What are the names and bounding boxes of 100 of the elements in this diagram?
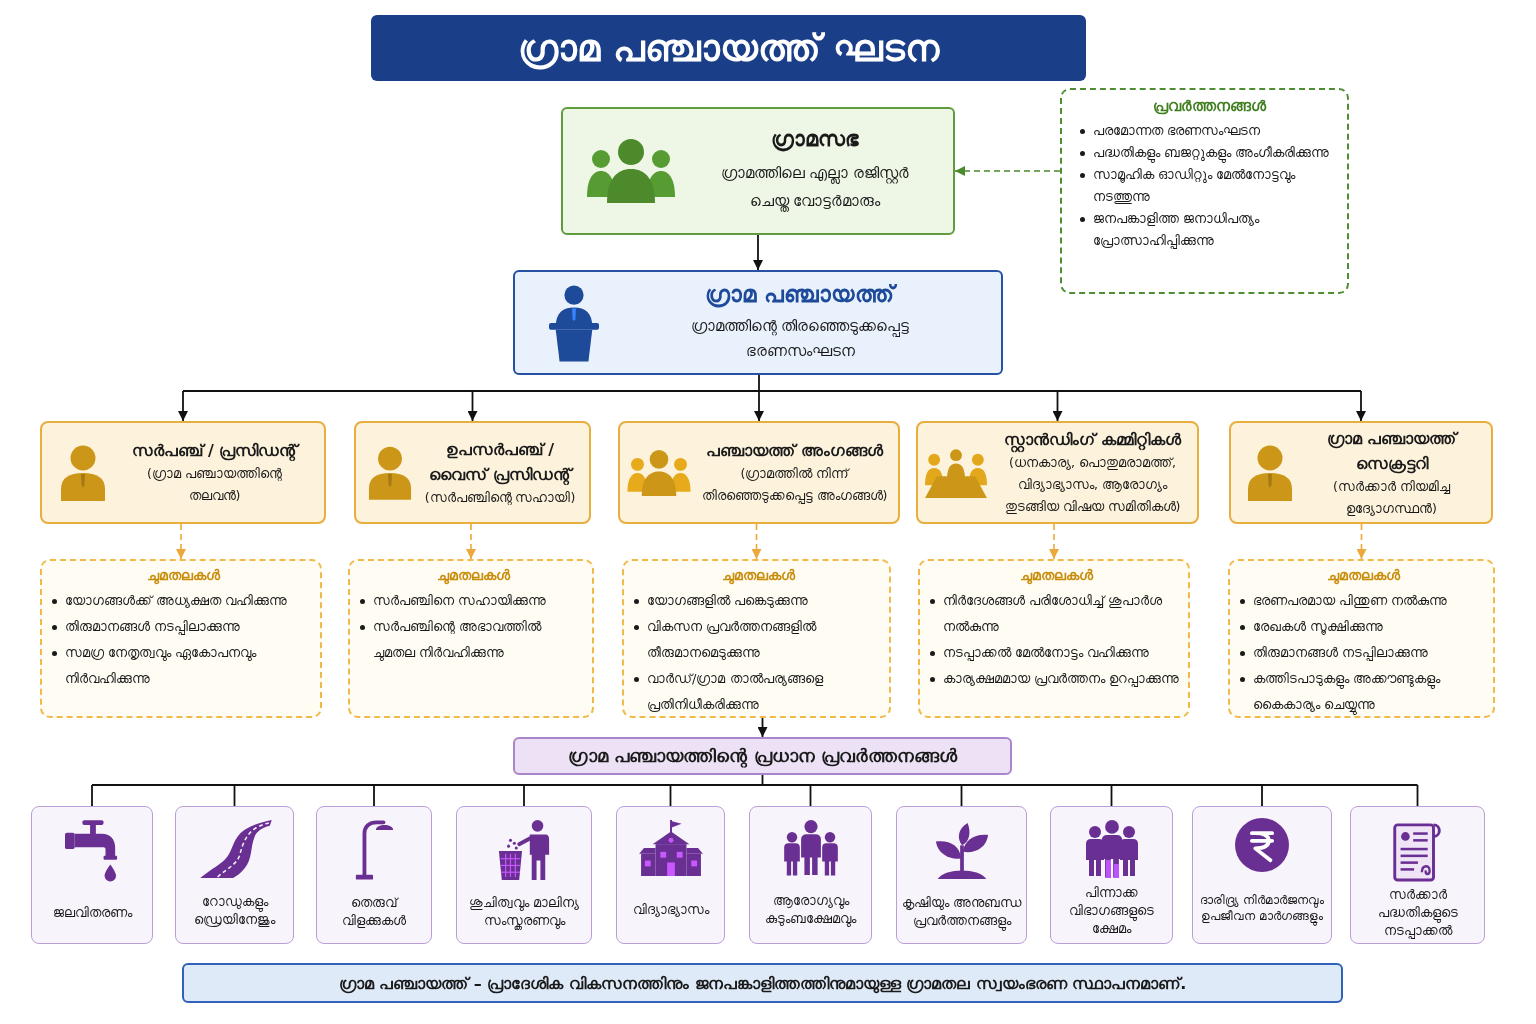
function-label: റോഡുകളും ഡ്രെയിനേജും xyxy=(193,892,277,929)
list-item: സർപഞ്ചിന്റെ അഭാവത്തിൽ ചുമതല നിർവഹിക്കുന്നു xyxy=(373,618,543,663)
summary-text: ഗ്രാമ പഞ്ചായത്ത് – പ്രാദേശിക വികസനത്തിനും ജനപങ്കാളിത്തത്തിനുമായുള്ള ഗ്രാമതല സ്വയംഭരണ സ്ഥാപനമാണ്. xyxy=(338,973,1187,993)
connector-line xyxy=(91,774,1419,786)
arrow xyxy=(1356,390,1366,422)
box-title: ഗ്രാമ പഞ്ചായത്ത് സെക്രട്ടറി xyxy=(1325,427,1460,476)
box-title: ഗ്രാമ പഞ്ചായത്ത് xyxy=(705,281,895,308)
assembly-box xyxy=(561,107,955,235)
function-card xyxy=(1192,806,1332,944)
function-card xyxy=(616,806,725,944)
box-title: ഗ്രാമസഭ xyxy=(771,127,859,151)
role-box xyxy=(618,421,900,524)
connector-line xyxy=(1110,784,1113,807)
function-card xyxy=(456,806,592,944)
connector-line xyxy=(373,784,375,807)
connector-line xyxy=(182,374,1362,392)
list-item: രേഖകൾ സൂക്ഷിക്കുന്നു xyxy=(1253,618,1384,637)
function-card xyxy=(749,806,872,944)
function-card xyxy=(1350,806,1485,944)
duties-panel xyxy=(348,559,594,718)
connector-line xyxy=(669,784,672,807)
box-title: പഞ്ചായത്ത് അംഗങ്ങൾ xyxy=(706,440,883,462)
box-title: ഉപസർപഞ്ച് / വൈസ് പ്രസിഡന്റ് xyxy=(416,436,584,487)
connector-line xyxy=(233,784,236,807)
list-item: സമഗ്ര നേതൃത്വവും ഏകോപനവും നിർവഹിക്കുന്നു xyxy=(65,644,258,688)
list-item: വികസന പ്രവർത്തനങ്ങളിൽ തീരുമാനമെടുക്കുന്നു xyxy=(647,618,818,662)
panel-heading: പ്രവർത്തനങ്ങൾ xyxy=(1152,98,1268,115)
function-card xyxy=(31,806,153,944)
list-item: സർപഞ്ചിനെ സഹായിക്കുന്നു xyxy=(373,592,547,610)
box-subtitle: ഗ്രാമത്തിന്റെ തിരഞ്ഞെടുക്കപ്പെട്ട ഭരണസംഘടന xyxy=(689,316,911,362)
function-card xyxy=(316,806,432,944)
box-title: സ്റ്റാൻഡിംഗ് കമ്മിറ്റികൾ xyxy=(1004,427,1181,452)
function-card xyxy=(896,806,1027,944)
connector-line xyxy=(1261,784,1263,807)
role-box xyxy=(916,421,1199,524)
list-item: കത്തിടപാടുകളും അക്കൗണ്ടുകളും കൈകാര്യം ചെയ്യുന്നു xyxy=(1253,666,1487,718)
list-item: പദ്ധതികളും ബജറ്റുകളും അംഗീകരിക്കുന്നു xyxy=(1093,142,1330,164)
panel-heading: ചുമതലകൾ xyxy=(435,567,512,584)
duties-panel xyxy=(1228,559,1495,718)
panel-heading: ചുമതലകൾ xyxy=(721,567,797,584)
dashed-arrow xyxy=(751,523,762,560)
function-card xyxy=(175,806,294,944)
function-label: ദാരിദ്ര്യ നിർമാർജനവും ഉപജീവന മാർഗങ്ങളും xyxy=(1196,891,1328,924)
dashed-arrow xyxy=(466,523,476,560)
duties-panel xyxy=(40,559,322,718)
arrow xyxy=(757,717,768,738)
functions-panel xyxy=(1060,88,1349,294)
function-label: ശുചിത്വവും മാലിന്യ സംസ്കരണവും xyxy=(468,893,580,930)
dashed-arrow xyxy=(176,523,186,560)
connector-line xyxy=(809,784,812,807)
panel-heading: ചുമതലകൾ xyxy=(1018,567,1095,584)
panel-heading: ചുമതലകൾ xyxy=(1326,567,1402,584)
arrow xyxy=(178,390,188,422)
list-item: തിരുമാനങ്ങൾ നടപ്പിലാക്കുന്നു xyxy=(65,618,241,637)
function-label: പിന്നാക്ക വിഭാഗങ്ങളുടെ ക്ഷേമം xyxy=(1068,883,1155,938)
function-card xyxy=(1050,806,1173,944)
list-item: സാമൂഹിക ഓഡിറ്റും മേൽനോട്ടവും നടത്തുന്നു xyxy=(1093,166,1297,206)
arrow xyxy=(1052,390,1063,422)
list-item: നടപ്പാക്കൽ മേൽനോട്ടം വഹിക്കുന്നു xyxy=(943,644,1150,663)
connector-line xyxy=(960,784,963,807)
duties-panel xyxy=(918,559,1190,718)
role-box xyxy=(1229,421,1493,524)
function-label: സർക്കാർ പദ്ധതികളുടെ നടപ്പാക്കൽ xyxy=(1376,885,1459,940)
box-subtitle: (ധനകാര്യ, പൊതുമരാമത്ത്, വിദ്യാഭ്യാസം, ആരോഗ്യം തുടങ്ങിയ വിഷയ സമിതികൾ) xyxy=(1003,454,1182,516)
function-label: കൃഷിയും അനുബന്ധ പ്രവർത്തനങ്ങളും xyxy=(900,893,1023,930)
box-subtitle: (ഗ്രാമത്തിൽ നിന്ന് തിരഞ്ഞെടുക്കപ്പെട്ട അംഗങ്ങൾ) xyxy=(700,465,889,506)
list-item: തിരുമാനങ്ങൾ നടപ്പിലാക്കുന്നു xyxy=(1253,644,1429,663)
list-item: ജനപങ്കാളിത്ത ജനാധിപത്യം പ്രോത്സാഹിപ്പിക്കുന്നു xyxy=(1093,210,1261,251)
council-box xyxy=(513,270,1003,375)
diagram-title: ഗ്രാമ പഞ്ചായത്ത് ഘടന xyxy=(518,26,939,70)
role-box xyxy=(40,421,326,524)
box-subtitle: ഗ്രാമത്തിലെ എല്ലാ രജിസ്റ്റർ ചെയ്ത വോട്ടർമാരും xyxy=(719,163,911,214)
dashed-arrow xyxy=(1049,523,1059,560)
list-item: ഭരണപരമായ പിന്തുണ നൽകുന്നു xyxy=(1253,592,1448,610)
arrow xyxy=(753,234,763,271)
dashed-arrow xyxy=(954,166,1061,176)
dashed-arrow xyxy=(1356,523,1367,560)
list-item: കാര്യക്ഷമമായ പ്രവർത്തനം ഉറപ്പാക്കുന്നു xyxy=(943,670,1180,689)
connector-line xyxy=(523,784,525,807)
arrow xyxy=(467,390,478,422)
section-heading: ഗ്രാമ പഞ്ചായത്തിന്റെ പ്രധാന പ്രവർത്തനങ്ങൾ xyxy=(568,745,957,767)
list-item: യോഗങ്ങൾക്ക് അധ്യക്ഷത വഹിക്കുന്നു xyxy=(65,592,288,610)
box-subtitle: (സർക്കാർ നിയമിച്ച ഉദ്യോഗസ്ഥൻ) xyxy=(1332,477,1451,518)
box-subtitle: (സർപഞ്ചിന്റെ സഹായി) xyxy=(424,488,576,507)
list-item: യോഗങ്ങളിൽ പങ്കെടുക്കുന്നു xyxy=(647,592,809,610)
connector-line xyxy=(1416,784,1419,807)
function-label: വിദ്യാഭ്യാസം xyxy=(632,900,709,919)
arrow xyxy=(754,390,764,422)
function-label: തെരുവ് വിളക്കുകൾ xyxy=(341,893,407,930)
list-item: വാർഡ്/ഗ്രാമ താൽപര്യങ്ങളെ പ്രതിനിധീകരിക്കുന്നു xyxy=(647,670,825,714)
list-item: നിർദേശങ്ങൾ പരിശോധിച്ച് ശുപാർശ നൽകുന്നു xyxy=(943,592,1164,636)
panel-heading: ചുമതലകൾ xyxy=(145,567,222,584)
duties-panel xyxy=(622,559,891,718)
list-item: പരമോന്നത ഭരണസംഘടന xyxy=(1093,122,1261,140)
summary-banner xyxy=(182,963,1343,1003)
box-subtitle: (ഗ്രാമ പഞ്ചായത്തിന്റെ തലവൻ) xyxy=(146,465,283,505)
section-header-box xyxy=(513,737,1012,775)
function-label: ജലവിതരണം xyxy=(52,903,132,922)
connector-line xyxy=(91,784,93,807)
box-title: സർപഞ്ച് / പ്രസിഡന്റ് xyxy=(131,440,298,463)
